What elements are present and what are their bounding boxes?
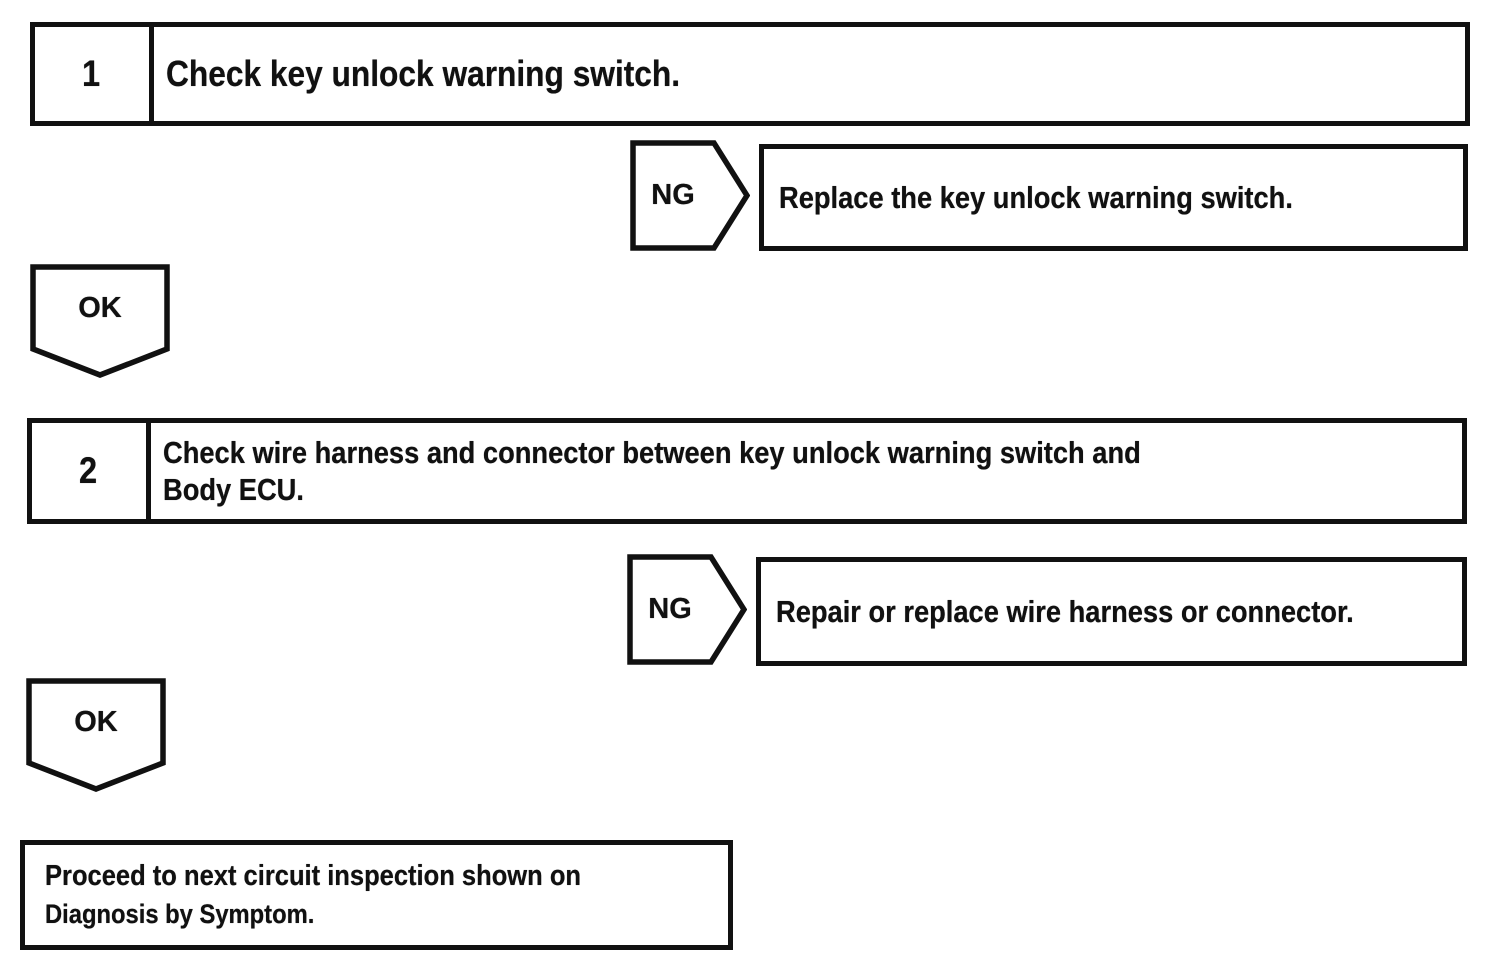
final-instruction-box: Proceed to next circuit inspection shown… <box>20 840 733 950</box>
ng-result-2-box: Repair or replace wire harness or connec… <box>756 557 1467 666</box>
step-2-number: 2 <box>32 423 151 519</box>
final-instruction-line-1: Proceed to next circuit inspection shown… <box>45 860 582 892</box>
ng-result-2-text: Repair or replace wire harness or connec… <box>776 593 1354 629</box>
ok-badge: OK <box>74 705 118 738</box>
ok-arrow-icon: OK <box>30 264 170 378</box>
step-1-instruction: Check key unlock warning switch. <box>166 53 681 94</box>
ng-badge: NG <box>651 179 695 211</box>
step-1-box: 1 Check key unlock warning switch. <box>30 22 1470 126</box>
step-2-instruction: Check wire harness and connector between… <box>163 435 1141 507</box>
ng-result-1-box: Replace the key unlock warning switch. <box>759 144 1468 251</box>
ng-result-1-text: Replace the key unlock warning switch. <box>779 179 1293 215</box>
step-1-number: 1 <box>35 27 154 121</box>
ok-badge: OK <box>78 291 122 324</box>
ng-badge: NG <box>648 593 692 625</box>
ok-arrow-icon: OK <box>26 678 166 792</box>
ng-arrow-icon: NG <box>627 554 747 665</box>
step-number-text: 2 <box>78 450 97 491</box>
step-number-text: 1 <box>81 53 100 94</box>
final-instruction-line-2: Diagnosis by Symptom. <box>45 899 315 929</box>
ng-arrow-icon: NG <box>630 140 750 251</box>
step-2-box: 2 Check wire harness and connector betwe… <box>27 418 1467 524</box>
